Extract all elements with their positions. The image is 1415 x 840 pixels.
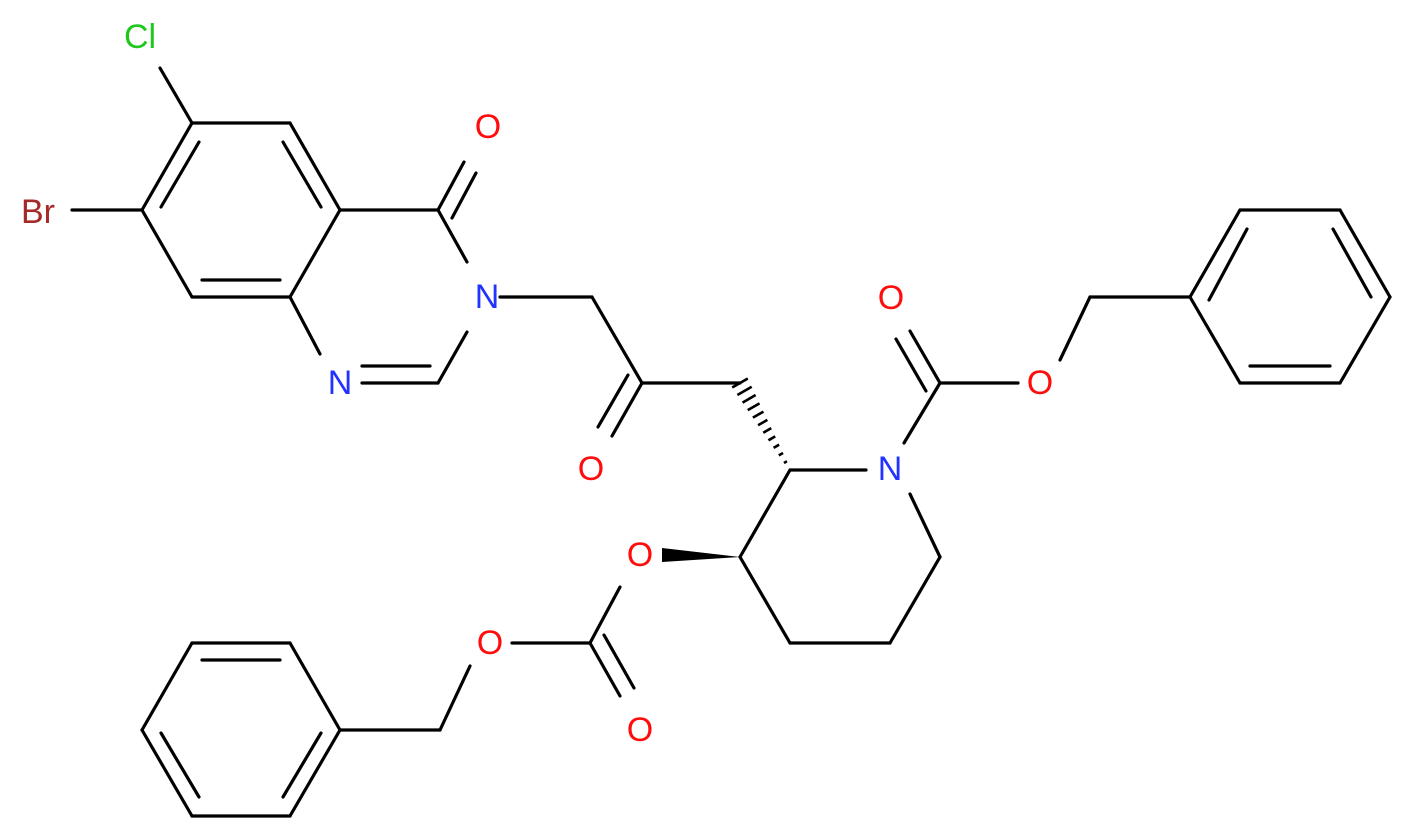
bond (281, 140, 323, 209)
bond (140, 121, 194, 212)
atom-n3: N (475, 278, 500, 316)
atom-o-carbonate-1: O (627, 536, 653, 574)
bond (610, 381, 644, 438)
bond (140, 208, 194, 299)
hashed-wedge-bond (731, 377, 788, 465)
bond (596, 373, 630, 429)
hash-line (731, 377, 749, 389)
bond (140, 728, 194, 818)
bond (1058, 295, 1092, 362)
bond (288, 295, 322, 356)
atom-n1: N (328, 364, 353, 402)
bond (1331, 227, 1373, 299)
atom-o-carbonate-carbonyl: O (627, 711, 653, 749)
bond (908, 492, 942, 559)
atom-br: Br (21, 193, 55, 231)
atom-o-carbonate-2: O (477, 624, 503, 662)
bond (140, 641, 194, 732)
bond (888, 555, 942, 645)
bond (588, 641, 622, 698)
hash-line (783, 460, 788, 465)
bond (438, 664, 472, 732)
bond (288, 121, 342, 212)
bond (1338, 208, 1392, 299)
bond (159, 140, 201, 209)
bond (738, 555, 792, 645)
bond (436, 330, 469, 385)
atom-cl: Cl (124, 18, 156, 56)
bond (902, 381, 942, 445)
hash-line (762, 427, 772, 434)
bond (436, 160, 466, 212)
bond (159, 731, 201, 799)
bond (1188, 208, 1242, 299)
bond (588, 585, 622, 645)
bond (590, 295, 644, 385)
bond (288, 728, 342, 818)
hash-line (747, 402, 761, 412)
bond (288, 208, 342, 299)
bond (281, 731, 323, 799)
hash-line (772, 443, 780, 449)
bond (908, 329, 942, 385)
atom-labels-layer: Cl Br O N N O N O O O O O (21, 18, 1053, 749)
bonds-layer (70, 66, 1392, 818)
bond (894, 337, 928, 393)
bond (738, 468, 792, 559)
hash-line (752, 410, 765, 419)
bond (1188, 295, 1242, 385)
bond (1207, 227, 1249, 302)
hash-line (778, 451, 784, 457)
atom-o-cbz-carbonyl: O (878, 279, 904, 317)
hash-line (757, 418, 769, 427)
atom-o-quinazolinone: O (475, 108, 501, 146)
atom-o-ketone: O (578, 450, 604, 488)
atom-n-piperidine: N (878, 450, 903, 488)
bond (436, 208, 469, 264)
hash-line (741, 393, 757, 404)
solid-wedge-bond (662, 548, 740, 562)
bond (602, 633, 636, 690)
hash-line (767, 435, 776, 442)
hash-line (736, 385, 753, 397)
atom-o-cbz-ester: O (1027, 364, 1053, 402)
bond (1338, 295, 1392, 385)
bond (288, 641, 342, 732)
bond (158, 66, 194, 125)
bond (450, 171, 478, 220)
